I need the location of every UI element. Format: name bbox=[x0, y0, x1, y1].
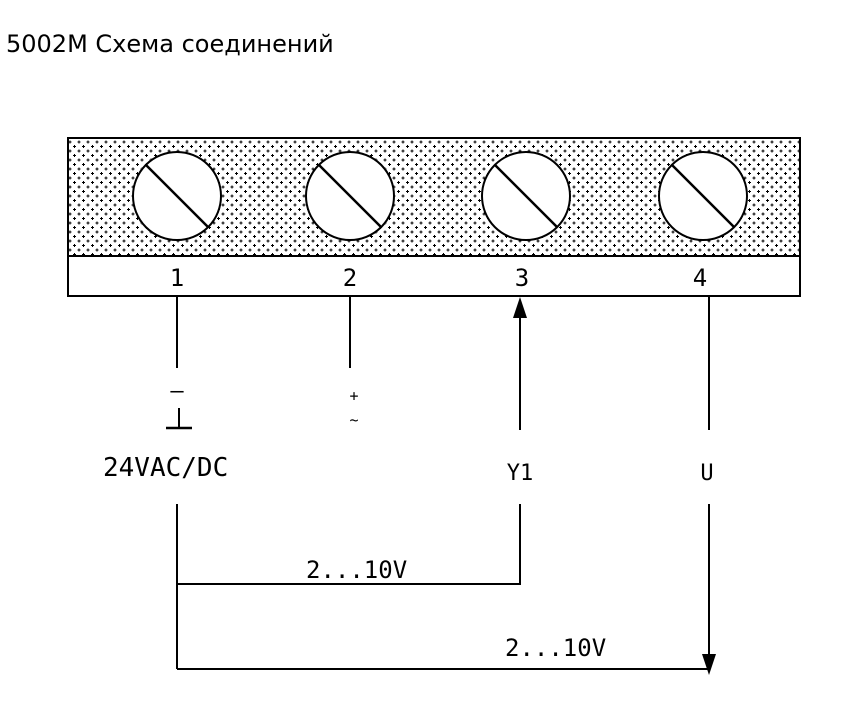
terminal-screw-4 bbox=[658, 151, 748, 241]
terminal-number-2: 2 bbox=[343, 264, 357, 292]
minus-symbol: – bbox=[170, 379, 184, 404]
y1-range-label: 2...10V bbox=[306, 556, 407, 584]
plus-symbol: + bbox=[349, 387, 358, 405]
terminal-screw-2 bbox=[305, 151, 395, 241]
terminal-number-3: 3 bbox=[515, 264, 529, 292]
terminal-number-strip bbox=[67, 255, 801, 297]
supply-voltage-label: 24VAC/DC bbox=[103, 453, 228, 483]
arrow-down-icon bbox=[702, 654, 716, 675]
terminal-number-4: 4 bbox=[693, 264, 707, 292]
terminal-number-1: 1 bbox=[170, 264, 184, 292]
page-title: 5002M Схема соединений bbox=[6, 30, 334, 58]
terminal-screw-3 bbox=[481, 151, 571, 241]
y1-label: Y1 bbox=[507, 461, 534, 486]
tilde-symbol: ~ bbox=[349, 411, 358, 429]
ground-icon bbox=[166, 408, 192, 430]
u-range-label: 2...10V bbox=[505, 634, 606, 662]
u-label: U bbox=[700, 461, 713, 486]
terminal-screw-1 bbox=[132, 151, 222, 241]
arrow-up-icon bbox=[513, 297, 527, 318]
y1-signal-wire bbox=[177, 504, 521, 585]
